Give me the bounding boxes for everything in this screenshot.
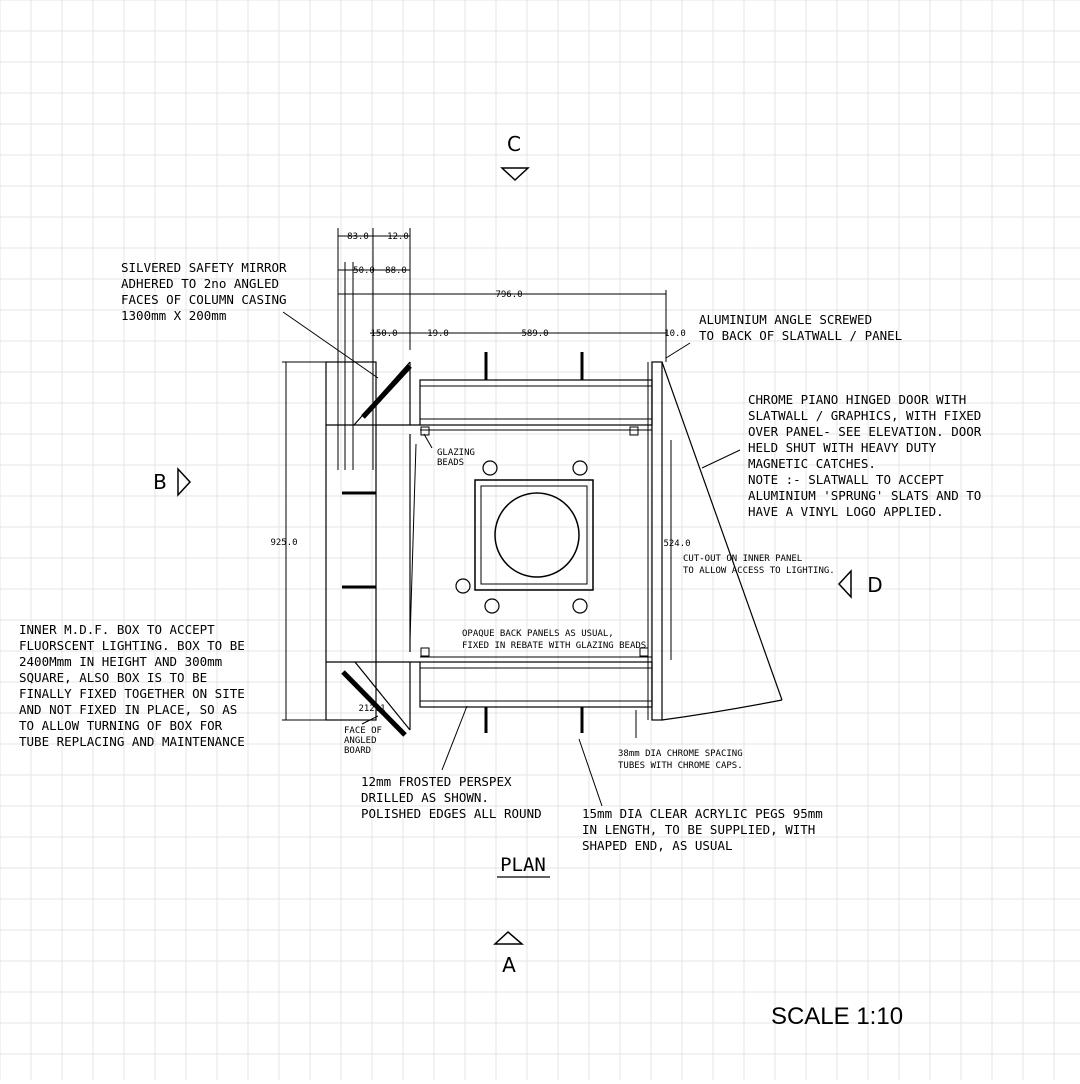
section-marker-b: B: [153, 467, 192, 497]
note-line: SQUARE, ALSO BOX IS TO BE: [19, 670, 207, 685]
note-line: 1300mm X 200mm: [121, 308, 226, 323]
note-line: IN LENGTH, TO BE SUPPLIED, WITH: [582, 822, 815, 837]
note-line: BEADS: [437, 458, 464, 468]
note-line: ANGLED: [344, 736, 377, 746]
note-line: CHROME PIANO HINGED DOOR WITH: [748, 392, 966, 407]
scale-label: SCALE 1:10: [771, 1003, 903, 1030]
note-line: HELD SHUT WITH HEAVY DUTY: [748, 440, 937, 455]
section-b-arrow: [177, 467, 192, 497]
note-line: BOARD: [344, 746, 371, 756]
dim-88: 88.0: [385, 266, 407, 276]
note-line: OPAQUE BACK PANELS AS USUAL,: [462, 629, 614, 639]
section-a-label: A: [502, 953, 516, 977]
note-line: MAGNETIC CATCHES.: [748, 456, 876, 471]
note-spacing-tubes: 38mm DIA CHROME SPACING TUBES WITH CHROME…: [618, 749, 743, 771]
dim-796: 796.0: [495, 290, 522, 300]
note-line: SHAPED END, AS USUAL: [582, 838, 733, 853]
section-a-arrow: [493, 930, 525, 945]
note-line: 38mm DIA CHROME SPACING: [618, 749, 743, 759]
note-line: INNER M.D.F. BOX TO ACCEPT: [19, 622, 215, 637]
note-line: 12mm FROSTED PERSPEX: [361, 774, 512, 789]
note-line: TUBE REPLACING AND MAINTENANCE: [19, 734, 245, 749]
note-line: ALUMINIUM 'SPRUNG' SLATS AND TO: [748, 488, 981, 503]
column-casing-plan: [282, 311, 783, 807]
note-line: TUBES WITH CHROME CAPS.: [618, 761, 743, 771]
note-line: ALUMINIUM ANGLE SCREWED: [699, 312, 872, 327]
note-line: TO BACK OF SLATWALL / PANEL: [699, 328, 902, 343]
dim-212: 212.1: [358, 704, 385, 714]
note-line: 15mm DIA CLEAR ACRYLIC PEGS 95mm: [582, 806, 823, 821]
note-line: HAVE A VINYL LOGO APPLIED.: [748, 504, 944, 519]
note-line: NOTE :- SLATWALL TO ACCEPT: [748, 472, 944, 487]
note-line: FIXED IN REBATE WITH GLAZING BEADS: [462, 641, 646, 651]
dimension-labels: 83.0 12.0 50.0 88.0 796.0 150.0 19.0 589…: [270, 232, 690, 714]
note-line: FINALLY FIXED TOGETHER ON SITE: [19, 686, 245, 701]
note-line: POLISHED EDGES ALL ROUND: [361, 806, 542, 821]
dim-50: 50.0: [353, 266, 375, 276]
note-line: TO ALLOW TURNING OF BOX FOR: [19, 718, 223, 733]
dim-83: 83.0: [347, 232, 369, 242]
section-b-label: B: [153, 470, 167, 494]
note-line: GLAZING: [437, 448, 475, 458]
section-c-arrow: [500, 167, 530, 182]
dim-925: 925.0: [270, 538, 297, 548]
note-line: ADHERED TO 2no ANGLED: [121, 276, 279, 291]
note-line: DRILLED AS SHOWN.: [361, 790, 489, 805]
section-marker-c: C: [500, 132, 530, 182]
section-marker-a: A: [493, 930, 525, 977]
note-line: SLATWALL / GRAPHICS, WITH FIXED: [748, 408, 981, 423]
note-line: FLUORSCENT LIGHTING. BOX TO BE: [19, 638, 245, 653]
section-c-label: C: [507, 132, 521, 156]
note-line: 2400Mmm IN HEIGHT AND 300mm: [19, 654, 222, 669]
note-line: OVER PANEL- SEE ELEVATION. DOOR: [748, 424, 982, 439]
note-line: FACES OF COLUMN CASING: [121, 292, 287, 307]
dim-524: 524.0: [663, 539, 690, 549]
dim-589: 589.0: [521, 329, 548, 339]
section-d-arrow: [837, 569, 852, 599]
dim-12: 12.0: [387, 232, 409, 242]
note-line: FACE OF: [344, 726, 382, 736]
note-line: CUT-OUT ON INNER PANEL: [683, 554, 802, 564]
dimension-lines: [282, 228, 672, 721]
note-line: TO ALLOW ACCESS TO LIGHTING.: [683, 566, 835, 576]
dim-19: 19.0: [427, 329, 449, 339]
note-cutout: CUT-OUT ON INNER PANEL TO ALLOW ACCESS TO…: [683, 554, 835, 576]
section-marker-d: D: [837, 569, 883, 599]
section-d-label: D: [867, 573, 882, 597]
dim-150: 150.0: [370, 329, 397, 339]
plan-title: PLAN: [500, 854, 546, 876]
note-line: AND NOT FIXED IN PLACE, SO AS: [19, 702, 237, 717]
dim-10: 10.0: [664, 329, 686, 339]
note-line: SILVERED SAFETY MIRROR: [121, 260, 287, 275]
note-opaque-panels: OPAQUE BACK PANELS AS USUAL, FIXED IN REB…: [462, 629, 646, 651]
